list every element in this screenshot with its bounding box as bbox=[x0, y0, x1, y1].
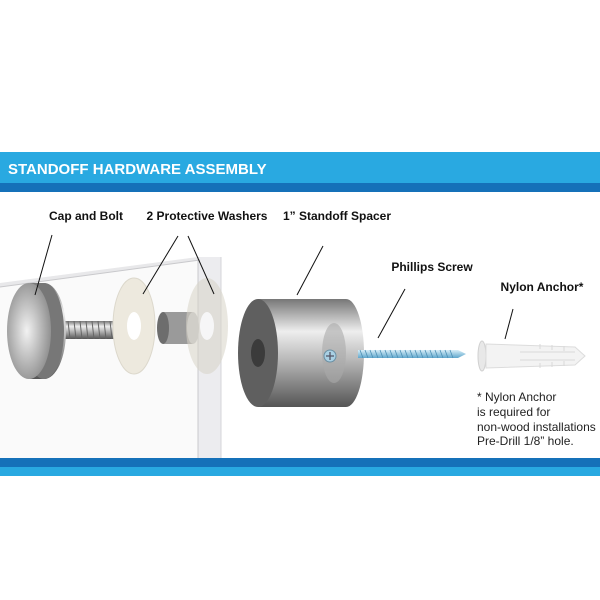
anchor-note: * Nylon Anchor is required for non-wood … bbox=[477, 390, 596, 448]
leader-lines bbox=[34, 234, 514, 340]
label-anchor: Nylon Anchor* bbox=[501, 280, 584, 294]
header-band-dark bbox=[0, 183, 600, 192]
note-line: non-wood installations bbox=[477, 420, 596, 434]
label-washers: 2 Protective Washers bbox=[147, 209, 268, 223]
note-line: is required for bbox=[477, 405, 550, 419]
washer-back bbox=[186, 278, 228, 374]
nylon-anchor-part bbox=[477, 340, 586, 372]
note-line: Pre-Drill 1/8” hole. bbox=[477, 434, 574, 448]
footer-band-dark bbox=[0, 458, 600, 467]
page-title: STANDOFF HARDWARE ASSEMBLY bbox=[8, 161, 267, 178]
phillips-screw-part bbox=[358, 349, 466, 359]
standoff-spacer-part bbox=[238, 299, 364, 407]
note-line: * Nylon Anchor bbox=[477, 390, 556, 404]
label-cap-and-bolt: Cap and Bolt bbox=[49, 209, 123, 223]
label-screw: Phillips Screw bbox=[391, 260, 473, 274]
header-band bbox=[0, 152, 600, 183]
footer-band bbox=[0, 467, 600, 476]
washer-front bbox=[112, 277, 156, 375]
label-spacer: 1” Standoff Spacer bbox=[283, 209, 391, 223]
